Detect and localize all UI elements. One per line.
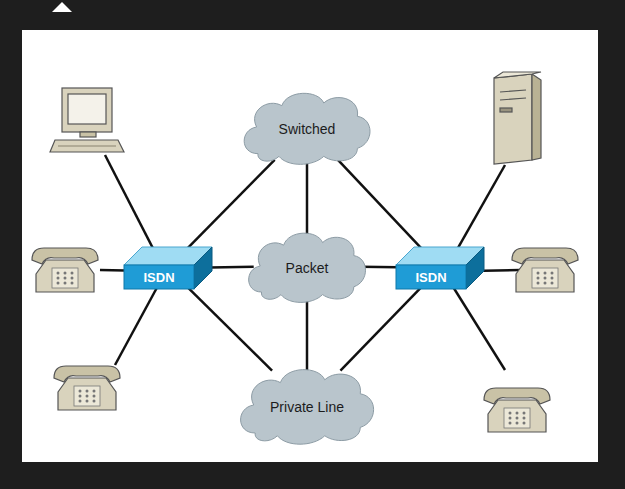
cloud-label: Switched [279, 121, 336, 137]
network-cloud: Switched [237, 87, 377, 167]
network-cloud: Packet [242, 227, 372, 305]
computer-icon [50, 88, 124, 152]
device-links [100, 155, 520, 370]
isdn-switch: ISDN [396, 247, 484, 289]
network-link [338, 160, 421, 248]
switch-label: ISDN [143, 270, 174, 285]
network-link [360, 266, 398, 268]
phone-icon [512, 248, 578, 292]
network-link [340, 288, 420, 371]
network-link [188, 160, 275, 248]
server-icon [494, 72, 541, 164]
phone-icon [54, 366, 120, 410]
cloud-label: Packet [286, 260, 329, 276]
network-link [307, 298, 308, 371]
network-cloud: Private Line [233, 363, 381, 447]
phone-icon [484, 388, 550, 432]
phone-icon [32, 248, 98, 292]
isdn-switch: ISDN [124, 247, 212, 289]
cloud-label: Private Line [270, 399, 344, 415]
network-link [307, 160, 308, 234]
network-link [210, 266, 254, 268]
switch-label: ISDN [415, 270, 446, 285]
network-link [188, 288, 272, 371]
